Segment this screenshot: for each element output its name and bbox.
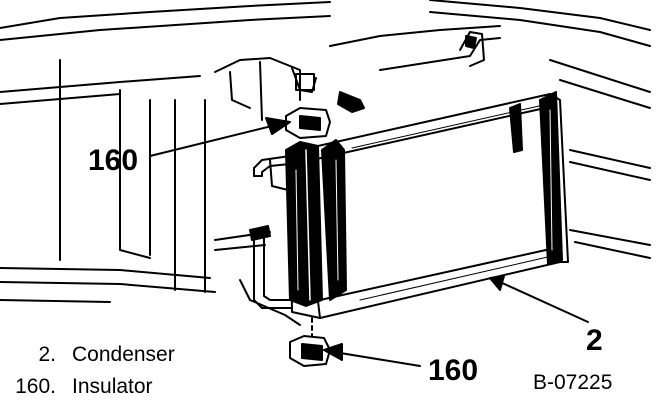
condenser-right-fins	[509, 91, 563, 265]
leader-160-upper	[149, 123, 281, 157]
legend-label: Condenser	[72, 343, 175, 366]
legend-number: 2.	[38, 343, 56, 366]
leader-160-lower	[333, 351, 421, 367]
radiator-support-frame	[0, 0, 651, 326]
leader-2-arrowhead	[489, 275, 505, 291]
leader-160-lower-arrowhead	[323, 343, 343, 361]
leader-160-upper-arrowhead	[265, 117, 291, 135]
legend-item-insulator: 160. Insulator	[0, 375, 153, 398]
upper-insulator	[285, 107, 331, 139]
condenser-left-header	[285, 139, 347, 307]
leader-2	[499, 281, 589, 323]
callout-leaders	[149, 117, 589, 367]
legend-item-condenser: 2. Condenser	[0, 343, 175, 366]
callout-160-upper: 160	[88, 144, 139, 177]
legend-number: 160.	[15, 375, 56, 398]
callout-2: 2	[586, 324, 603, 357]
callout-160-lower: 160	[428, 354, 479, 387]
lower-insulator	[289, 317, 331, 367]
figure-code: B-07225	[533, 371, 613, 394]
refrigerant-inlet-line	[253, 155, 291, 191]
upper-mounting-bracket	[214, 25, 501, 121]
legend-label: Insulator	[72, 375, 153, 398]
refrigerant-outlet-line	[249, 225, 293, 309]
